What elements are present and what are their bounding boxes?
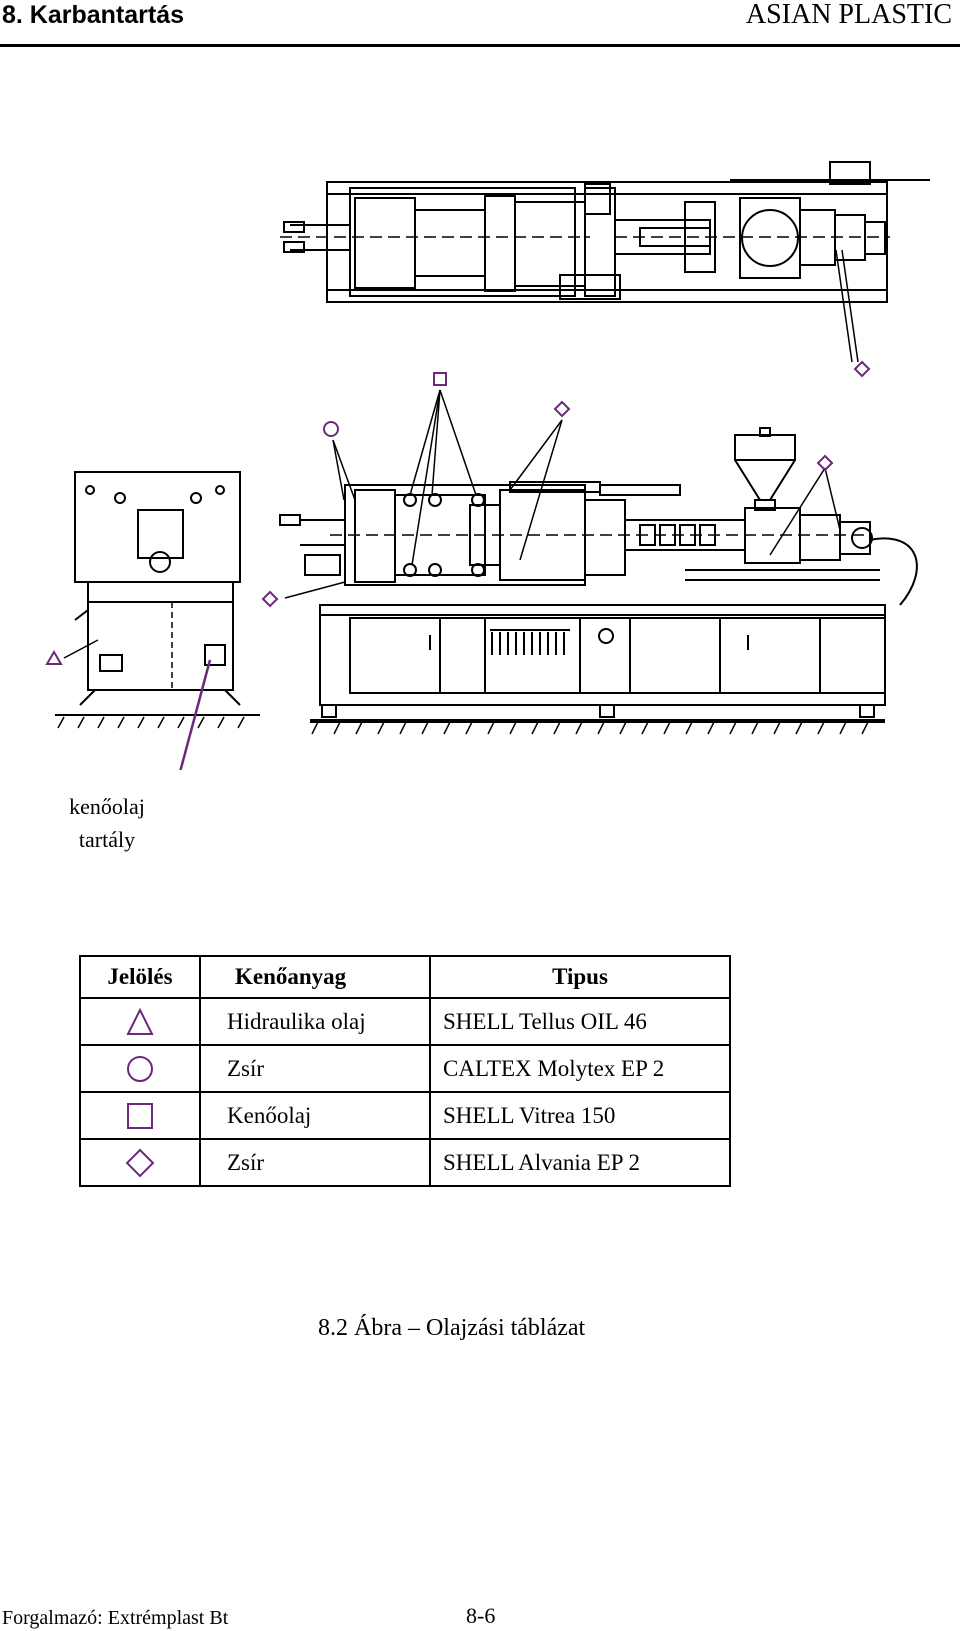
machine-side-view <box>279 427 918 721</box>
col-header-symbol: Jelölés <box>79 955 201 999</box>
legend-header-row: Jelölés Kenőanyag Tipus <box>79 955 731 999</box>
lubricant-cell: Zsír <box>199 1044 431 1093</box>
lubricant-cell: Hidraulika olaj <box>199 997 431 1046</box>
type-cell: CALTEX Molytex EP 2 <box>429 1044 731 1093</box>
col-header-lubricant: Kenőanyag <box>199 955 431 999</box>
figure-caption: 8.2 Ábra – Olajzási táblázat <box>318 1315 586 1341</box>
header-rule <box>0 44 960 47</box>
square-icon <box>127 1102 153 1129</box>
oil-tank-callout: kenőolaj tartály <box>62 790 152 856</box>
machine-drawing <box>45 161 930 770</box>
type-cell: SHELL Tellus OIL 46 <box>429 997 731 1046</box>
diamond-icon <box>125 1148 155 1177</box>
brand-name: ASIAN PLASTIC <box>745 0 952 30</box>
machine-end-view <box>55 471 260 716</box>
table-row: Hidraulika olaj SHELL Tellus OIL 46 <box>79 997 731 1046</box>
callout-line-1: kenőolaj <box>69 794 145 819</box>
triangle-icon <box>126 1007 154 1035</box>
type-cell: SHELL Alvania EP 2 <box>429 1138 731 1187</box>
page-number: 8-6 <box>466 1603 496 1628</box>
table-row: Zsír CALTEX Molytex EP 2 <box>79 1044 731 1093</box>
lubricant-cell: Kenőolaj <box>199 1091 431 1140</box>
table-row: Kenőolaj SHELL Vitrea 150 <box>79 1091 731 1140</box>
chapter-title: 8. Karbantartás <box>2 1 185 29</box>
callout-line-2: tartály <box>78 827 136 852</box>
col-header-type: Tipus <box>429 955 731 999</box>
lubrication-legend-table: Jelölés Kenőanyag Tipus Hidraulika olaj … <box>79 955 731 1187</box>
machine-top-view <box>280 161 930 303</box>
circle-icon <box>127 1055 153 1082</box>
type-cell: SHELL Vitrea 150 <box>429 1091 731 1140</box>
lubricant-cell: Zsír <box>199 1138 431 1187</box>
distributor-footer: Forgalmazó: Extrémplast Bt <box>2 1607 229 1629</box>
table-row: Zsír SHELL Alvania EP 2 <box>79 1138 731 1187</box>
